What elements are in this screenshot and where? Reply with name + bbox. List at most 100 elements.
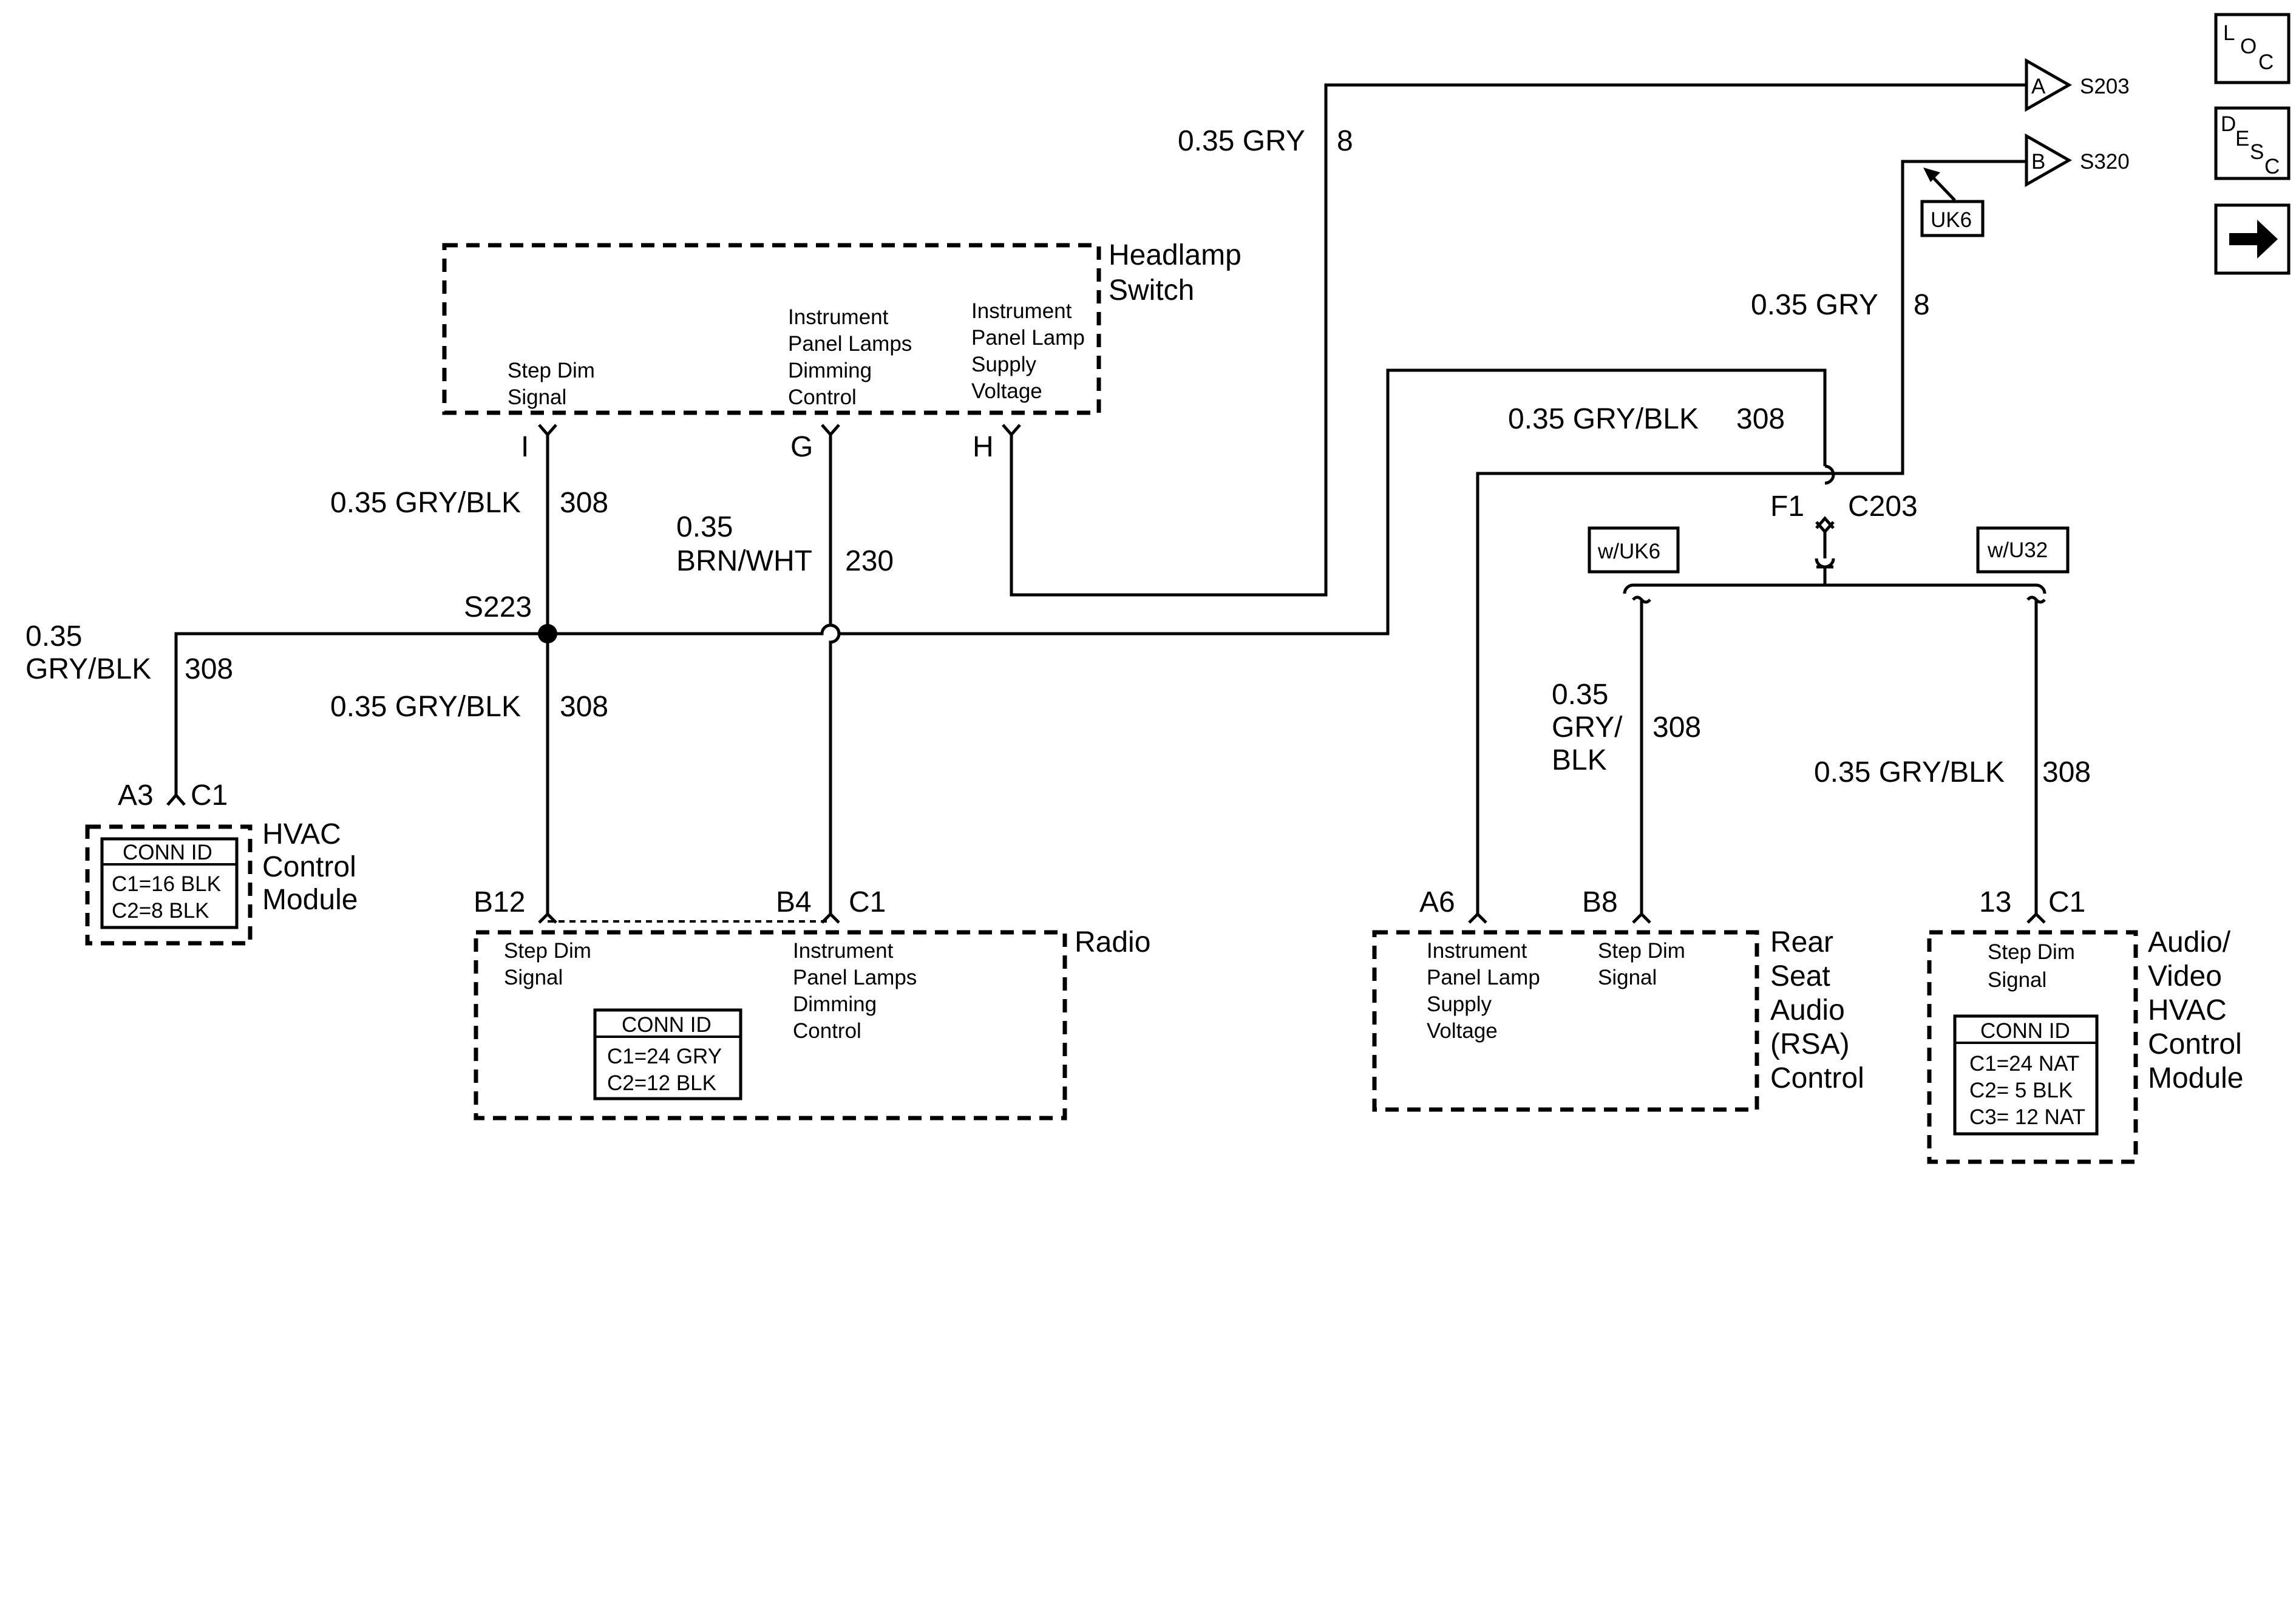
headlamp-switch-title-2: Switch [1109,274,1194,307]
hvac-title-2: Control [262,851,356,883]
wire-g-color: BRN/WHT [676,545,812,577]
wire-i-lower-circuit: 308 [560,691,608,723]
hvac-conn-id-row2: C2=8 BLK [112,899,209,923]
offpage-s203[interactable]: A S203 [2025,58,2130,112]
option-uk6-box [1588,526,1680,574]
wire-rsa-supply [1476,472,1825,914]
offpage-s320[interactable]: B S320 [2025,133,2130,188]
wire-s320 [1825,160,2026,475]
hs-ipl-dim-label-1: Instrument [788,305,889,329]
rsa-ipl-label-1: Instrument [1427,939,1527,963]
desc-letter-e: E [2235,127,2249,151]
uk6-callout-label: UK6 [1931,208,1972,232]
loc-letter-o: O [2240,35,2257,58]
radio-conn-id-row2: C2=12 BLK [607,1071,716,1095]
wire-avhvac-circuit: 308 [2042,756,2091,788]
avhvac-title-1: Audio/ [2148,926,2231,958]
wire-right-gry-circuit: 8 [1914,289,1930,321]
avhvac-title-3: HVAC [2148,994,2227,1026]
avhvac-stepdim-label-1: Step Dim [1988,940,2075,964]
rsa-title-2: Seat [1770,960,1830,992]
radio-conn-id-header: CONN ID [622,1013,712,1037]
wire-rsa-color-2: BLK [1552,744,1607,776]
wire-right-gryblk-size-color: 0.35 GRY/BLK [1508,403,1699,435]
rsa-title-5: Control [1770,1062,1864,1094]
wire-hvac-color: GRY/BLK [25,653,151,685]
hs-ipl-supply-label-4: Voltage [971,379,1042,403]
hvac-title-1: HVAC [262,818,341,850]
next-page-button[interactable] [2214,203,2291,275]
hvac-conn: C1 [191,779,228,812]
avhvac-conn: C1 [2048,886,2085,918]
radio-stepdim-label-2: Signal [504,966,563,989]
c203-pin-f1: F1 [1770,490,1804,523]
rsa-pin-a6: A6 [1419,886,1455,918]
radio-ipl-label-1: Instrument [793,939,894,963]
wire-i-upper-size-color: 0.35 GRY/BLK [330,487,521,519]
radio-conn-id-table: CONN ID C1=24 GRY C2=12 BLK [593,1008,742,1100]
c203-name: C203 [1848,490,1918,523]
wire-rsa-circuit: 308 [1652,711,1701,744]
avhvac-stepdim-label-2: Signal [1988,968,2046,992]
hs-stepdim-label-2: Signal [508,385,566,409]
offpage-b-ref: S320 [2080,150,2130,174]
hs-ipl-supply-label-1: Instrument [971,299,1072,323]
rsa-ipl-label-4: Voltage [1427,1019,1498,1043]
desc-button[interactable]: D E S C [2214,106,2291,180]
hvac-conn-id-table: CONN ID C1=16 BLK C2=8 BLK [100,837,239,929]
offpage-a-ref: S203 [2080,75,2130,98]
hs-ipl-supply-label-2: Panel Lamp [971,326,1085,350]
loc-letter-c: C [2258,50,2274,74]
rsa-title-3: Audio [1770,994,1845,1026]
uk6-callout [1920,200,1985,237]
hvac-conn-id-row1: C1=16 BLK [112,872,221,896]
avhvac-conn-id-header: CONN ID [1980,1019,2070,1043]
desc-letter-c: C [2264,155,2280,178]
wire-avhvac-size-color: 0.35 GRY/BLK [1814,756,2005,788]
avhvac-conn-id-row3: C3= 12 NAT [1969,1105,2085,1129]
radio-pin-b4: B4 [776,886,812,918]
radio-box [474,930,1067,1120]
hs-pin-h: H [973,431,994,463]
hs-stepdim-label-1: Step Dim [508,359,595,382]
wire-option-branch [1633,567,2036,587]
option-uk6-label: w/UK6 [1597,540,1660,563]
hs-pin-i: I [521,431,529,463]
wire-ipl-supply [1010,83,2026,597]
wire-g-size: 0.35 [676,511,733,543]
hs-pin-g: G [790,431,813,463]
loc-button[interactable]: L O C [2214,13,2291,84]
rsa-ipl-label-3: Supply [1427,992,1492,1016]
right-arrow-icon [2229,220,2278,259]
hvac-conn-id-header: CONN ID [123,841,212,864]
headlamp-switch-box [442,243,1101,415]
wire-hvac-size: 0.35 [25,620,82,653]
rsa-title-1: Rear [1770,926,1833,958]
hvac-title-3: Module [262,884,358,916]
wire-rsa-size: 0.35 [1552,679,1608,711]
wire-i-upper-circuit: 308 [560,487,608,519]
rsa-stepdim-label-1: Step Dim [1598,939,1685,963]
wire-right-gryblk-circuit: 308 [1736,403,1785,435]
rsa-box [1372,930,1759,1112]
option-u32-label: w/U32 [1987,538,2048,562]
avhvac-pin: 13 [1979,886,2011,918]
hvac-module-box [85,824,253,946]
avhvac-conn-id-row1: C1=24 NAT [1969,1052,2079,1076]
offpage-a-letter: A [2031,75,2046,98]
wire-rsa-color: GRY/ [1552,711,1623,744]
wire-s223-bus [174,368,1827,795]
rsa-title-4: (RSA) [1770,1028,1850,1060]
hs-ipl-dim-label-4: Control [788,385,857,409]
rsa-pin-b8: B8 [1582,886,1618,918]
splice-s223-label: S223 [464,591,532,623]
wire-i-lower-size-color: 0.35 GRY/BLK [330,691,521,723]
radio-ipl-label-2: Panel Lamps [793,966,917,989]
headlamp-switch-title-1: Headlamp [1109,239,1241,271]
wire-top-size-color: 0.35 GRY [1178,125,1305,157]
splice-s223 [538,624,557,643]
wire-g-circuit: 230 [845,545,894,577]
loc-letter-l: L [2223,21,2235,45]
desc-letter-s: S [2250,140,2264,164]
radio-ipl-label-3: Dimming [793,992,877,1016]
